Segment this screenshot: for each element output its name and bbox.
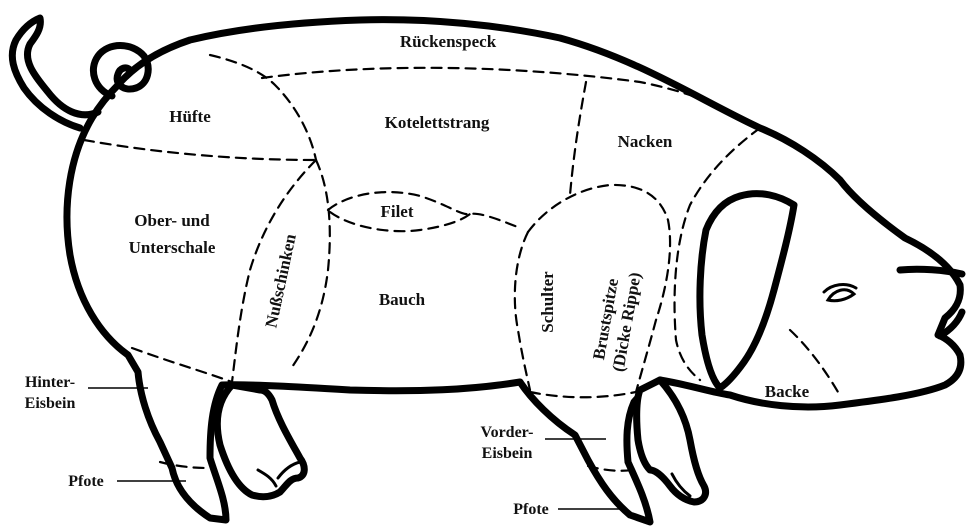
label-backe: Backe — [765, 382, 810, 401]
rear-inner-leg — [217, 385, 304, 497]
label-unterschale: Unterschale — [129, 238, 216, 257]
label-hinter: Hinter- — [25, 374, 75, 391]
label-eisbein-vorne: Eisbein — [482, 445, 533, 462]
label-bauch: Bauch — [379, 290, 426, 309]
label-schulter: Schulter — [538, 271, 557, 333]
pig-tail — [12, 18, 98, 128]
label-vorder: Vorder- — [480, 424, 533, 441]
front-inner-leg — [637, 380, 706, 502]
label-kotelettstrang: Kotelettstrang — [385, 113, 490, 132]
label-nacken: Nacken — [618, 132, 673, 151]
label-pfote-vorne: Pfote — [513, 501, 549, 518]
label-eisbein-hinten: Eisbein — [25, 395, 76, 412]
label-rueckenspeck: Rückenspeck — [400, 32, 497, 51]
label-huefte: Hüfte — [169, 107, 211, 126]
label-pfote-hinten: Pfote — [68, 473, 104, 490]
label-ober-und: Ober- und — [134, 211, 210, 230]
label-filet: Filet — [380, 202, 413, 221]
